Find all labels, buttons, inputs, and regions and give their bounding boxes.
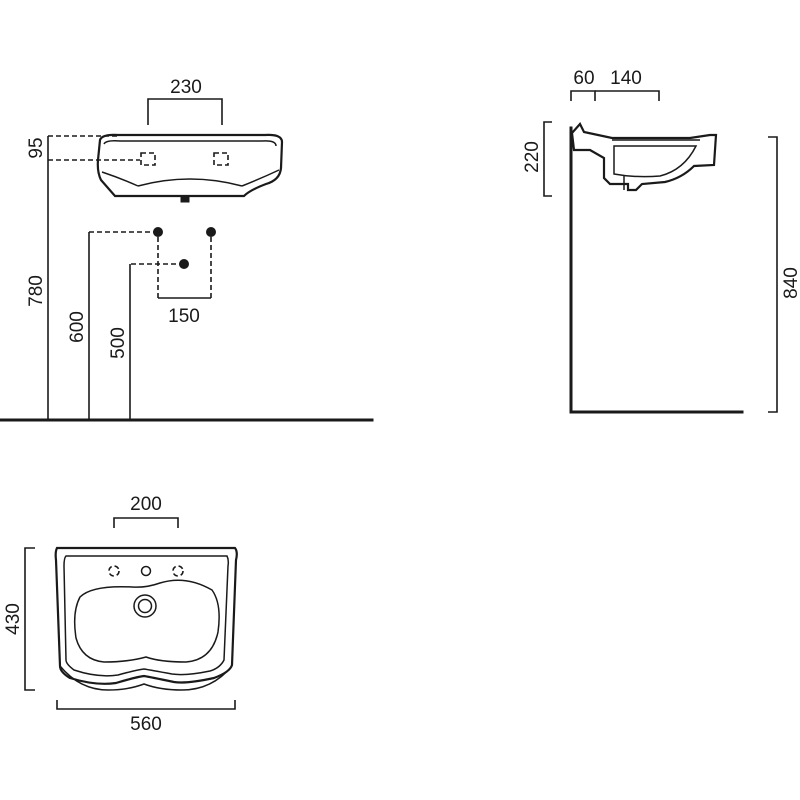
waste-outlet-inner bbox=[137, 598, 153, 614]
tap-hole-left-top bbox=[108, 565, 120, 577]
supply-point-left bbox=[153, 227, 163, 237]
tap-hole-right bbox=[213, 152, 229, 166]
dim-label-basin-depth: 220 bbox=[522, 141, 543, 173]
waste-point bbox=[179, 259, 189, 269]
basin-front-bowl-line bbox=[137, 178, 243, 187]
basin-side-outline bbox=[570, 122, 718, 192]
dim-line-total-height bbox=[768, 136, 778, 413]
tap-hole-right-top bbox=[172, 565, 184, 577]
dim-line-depth bbox=[24, 547, 35, 691]
dim-line-wall-offset bbox=[570, 90, 596, 101]
waste-outlet-outer bbox=[133, 594, 157, 618]
basin-front-apron-line bbox=[101, 171, 139, 187]
dim-label-hole-spacing: 200 bbox=[130, 494, 162, 515]
dim-line-width bbox=[56, 700, 236, 710]
dim-label-wall-offset: 60 bbox=[573, 68, 594, 89]
dim-label-waste-height: 500 bbox=[108, 327, 129, 359]
basin-front-inner-line bbox=[103, 140, 277, 147]
dim-label-tap-offset: 140 bbox=[610, 68, 642, 89]
top-view: 200 430 560 bbox=[3, 494, 238, 735]
dim-line-basin-depth bbox=[543, 121, 552, 197]
dim-label-total-height: 840 bbox=[781, 267, 800, 299]
tap-hole-left bbox=[140, 152, 156, 166]
dim-label-depth: 430 bbox=[3, 603, 24, 635]
dim-label-supply-height: 600 bbox=[67, 311, 88, 343]
side-view: 60 140 220 840 bbox=[522, 68, 800, 414]
dim-line-tap-spacing bbox=[147, 98, 223, 125]
dim-label-rim-height: 95 bbox=[26, 137, 47, 158]
basin-side-bowl-line bbox=[613, 145, 698, 178]
dim-label-tap-spacing: 230 bbox=[170, 77, 202, 98]
basin-top-inner-rim bbox=[63, 555, 230, 677]
basin-top-bowl bbox=[73, 579, 220, 663]
dim-line-tap-offset bbox=[595, 90, 660, 101]
basin-front-apron-line-right bbox=[241, 169, 280, 187]
dim-label-supply-spacing: 150 bbox=[168, 306, 200, 327]
tap-hole-center-top bbox=[140, 565, 152, 577]
dim-label-width: 560 bbox=[130, 714, 162, 735]
basin-top-apron bbox=[59, 665, 233, 691]
dim-label-basin-height: 780 bbox=[26, 275, 47, 307]
basin-front-outline bbox=[96, 133, 284, 198]
basin-waste-outlet bbox=[180, 195, 190, 203]
front-view: 230 95 780 600 500 150 bbox=[0, 77, 374, 422]
supply-point-right bbox=[206, 227, 216, 237]
dim-line-hole-spacing bbox=[113, 517, 179, 528]
basin-top-outline bbox=[54, 546, 238, 685]
